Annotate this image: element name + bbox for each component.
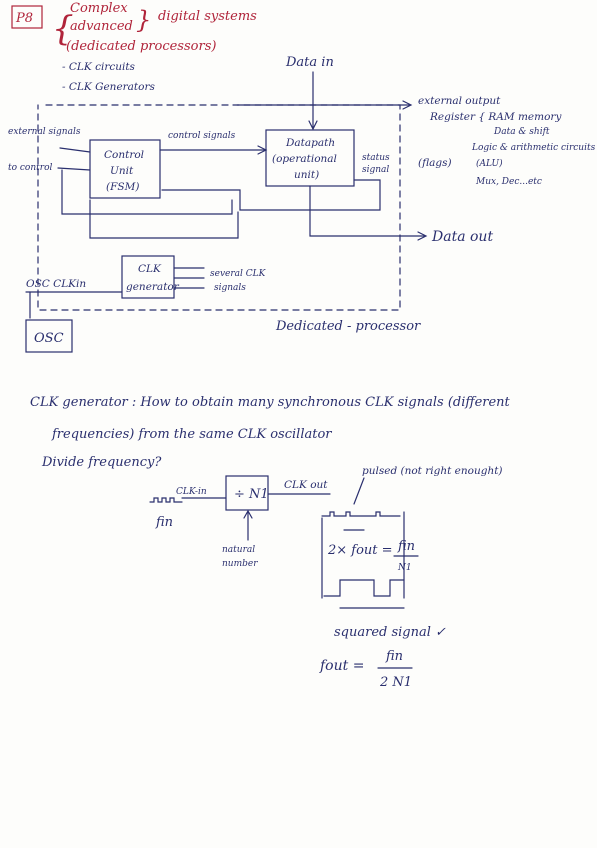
notes-line2: frequencies) from the same CLK oscillato… [51, 427, 332, 442]
header-line3: (dedicated processors) [66, 39, 216, 54]
label-external-signals: external signals [8, 127, 81, 137]
formula1-left: 2× fout = [327, 543, 393, 558]
label-dedicated-processor: Dedicated - processor [275, 319, 421, 334]
fout-left: fout = [319, 658, 364, 674]
header-line1: Complex [70, 1, 128, 16]
label-data-shift: Data & shift [493, 127, 550, 137]
osc-box [25, 319, 73, 353]
pulsed-wave [321, 511, 401, 517]
wire-data-out [309, 185, 426, 237]
label-several-clk-1: several CLK [210, 269, 267, 279]
label-several-clk-2: signals [214, 283, 246, 293]
header-block: P8 { Complex advanced } digital systems … [11, 1, 257, 93]
status-feedback-line [161, 179, 381, 211]
control-unit-box [89, 139, 161, 199]
arrowhead-external-output [402, 100, 413, 110]
notes-line3: Divide frequency? [41, 455, 162, 470]
label-osc: OSC [34, 331, 64, 346]
label-register: Register { RAM memory [429, 111, 562, 123]
fout-num: fin [385, 649, 403, 664]
control-unit-line1: Control [104, 149, 144, 161]
label-data-out: Data out [431, 229, 493, 245]
label-flags: (flags) [418, 157, 452, 169]
arrow-pulsed [353, 477, 365, 505]
arrowhead-data-out [417, 231, 428, 241]
label-logic-arith: Logic & arithmetic circuits [471, 143, 596, 153]
divider-box [225, 475, 269, 511]
label-status-line2: signal [362, 165, 389, 175]
label-number: number [222, 559, 258, 569]
label-divider: ÷ N1 [234, 487, 269, 502]
page-tag: P8 [15, 11, 33, 26]
wire-feedback-lower [61, 169, 233, 215]
squared-wave [323, 579, 405, 597]
bullet-clk-circuits: - CLK circuits [62, 61, 136, 73]
notes-line1: CLK generator : How to obtain many synch… [30, 395, 511, 410]
brace-left: { [52, 9, 74, 49]
datapath-line1: Datapath [285, 137, 335, 149]
clk-generator-box [121, 255, 175, 299]
label-clkin: CLK-in [176, 487, 207, 497]
label-pulsed: pulsed (not right enought) [362, 465, 503, 477]
label-squared: squared signal ✓ [334, 625, 446, 640]
clk-notes: CLK generator : How to obtain many synch… [30, 395, 511, 690]
bullet-clk-generators: - CLK Generators [62, 81, 155, 93]
fout-den: 2 N1 [379, 675, 412, 690]
clkin-wave [149, 497, 183, 503]
label-natural: natural [222, 545, 255, 555]
label-data-in: Data in [285, 55, 334, 70]
control-unit-line3: (FSM) [106, 181, 139, 193]
wire-clk-bus [89, 199, 239, 239]
clk-gen-line2: generator [126, 281, 180, 293]
label-clkout: CLK out [284, 479, 328, 491]
datapath-line2: (operational [272, 153, 337, 165]
formula1-num: fin [397, 539, 415, 554]
label-to-control: to control [8, 163, 52, 173]
processor-diagram: Data in external output external signals… [8, 55, 596, 353]
header-line2: advanced [70, 19, 133, 34]
arrow-external-signals [59, 147, 91, 153]
label-fin: fin [155, 515, 173, 530]
label-osc-clkin: OSC CLKin [26, 278, 86, 290]
arrowhead-data-in [308, 120, 318, 131]
label-control-signals: control signals [168, 131, 236, 141]
arrowhead-natural-number [243, 509, 253, 519]
label-status-line1: status [362, 153, 390, 163]
header-topic: digital systems [158, 9, 257, 24]
label-external-output: external output [418, 95, 501, 107]
clk-gen-line1: CLK [138, 263, 162, 275]
page-tag-box [11, 5, 43, 29]
control-unit-line2: Unit [110, 165, 134, 177]
formula1-den: N1 [397, 563, 412, 573]
label-mux: Mux, Dec...etc [475, 177, 542, 187]
datapath-line3: unit) [294, 169, 319, 181]
label-alu: (ALU) [476, 158, 503, 169]
brace-right: } [136, 6, 151, 34]
arrow-to-control [57, 167, 91, 171]
